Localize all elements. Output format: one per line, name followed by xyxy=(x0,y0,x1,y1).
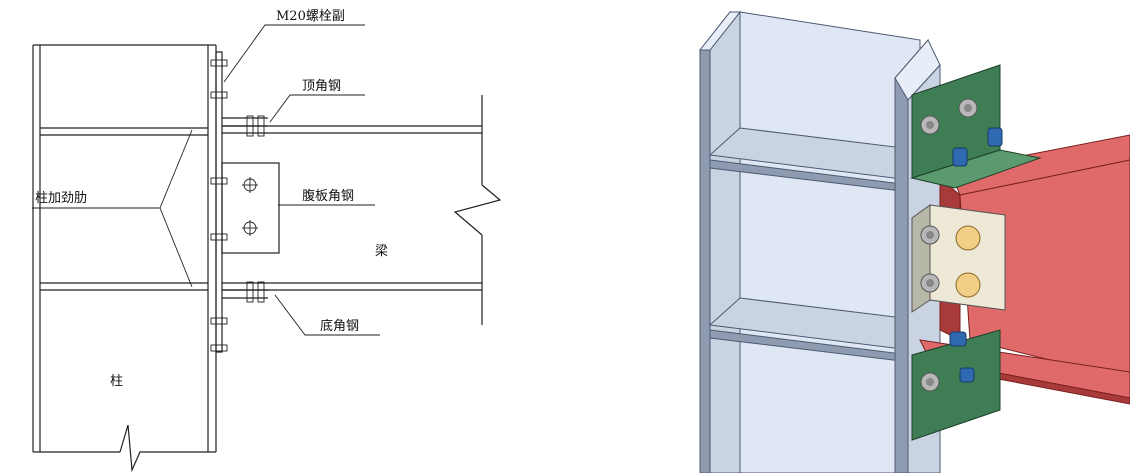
flange-bolts xyxy=(210,59,228,352)
beam-label: 梁 xyxy=(375,244,388,259)
web-angle-3d xyxy=(911,204,1006,313)
column-break-symbol xyxy=(119,424,150,473)
column-stiffeners xyxy=(40,127,208,291)
line-drawing: M20螺栓副 顶角钢 柱加劲肋 腹板角钢 梁 底角钢 柱 xyxy=(32,9,502,473)
top-angle xyxy=(222,115,268,137)
render-3d xyxy=(698,10,1130,473)
top-angle-label: 顶角钢 xyxy=(302,79,341,94)
column-front-flange-top xyxy=(894,39,941,101)
beam-break-symbol xyxy=(453,184,502,236)
column-stiffeners-3d xyxy=(708,127,921,363)
bottom-angle-3d xyxy=(911,329,1001,441)
column-left-flange-front xyxy=(709,10,741,473)
column-web xyxy=(739,11,921,473)
bolts-blue xyxy=(949,127,1003,383)
bottom-angle xyxy=(222,281,268,303)
column-top-edge xyxy=(698,11,742,51)
end-plate xyxy=(215,51,223,353)
bolts-gray xyxy=(920,98,978,392)
bottom-angle-label: 底角钢 xyxy=(320,318,359,334)
web-angle-plate xyxy=(221,162,280,254)
bolts-tan xyxy=(955,225,981,298)
column-stiffener-label: 柱加劲肋 xyxy=(35,191,87,206)
leader-lines xyxy=(32,24,380,336)
column-label: 柱 xyxy=(110,374,123,389)
bolt-label: M20螺栓副 xyxy=(276,9,345,24)
top-angle-3d xyxy=(910,64,1042,189)
column-outline xyxy=(32,44,217,453)
web-angle-label: 腹板角钢 xyxy=(302,188,354,204)
